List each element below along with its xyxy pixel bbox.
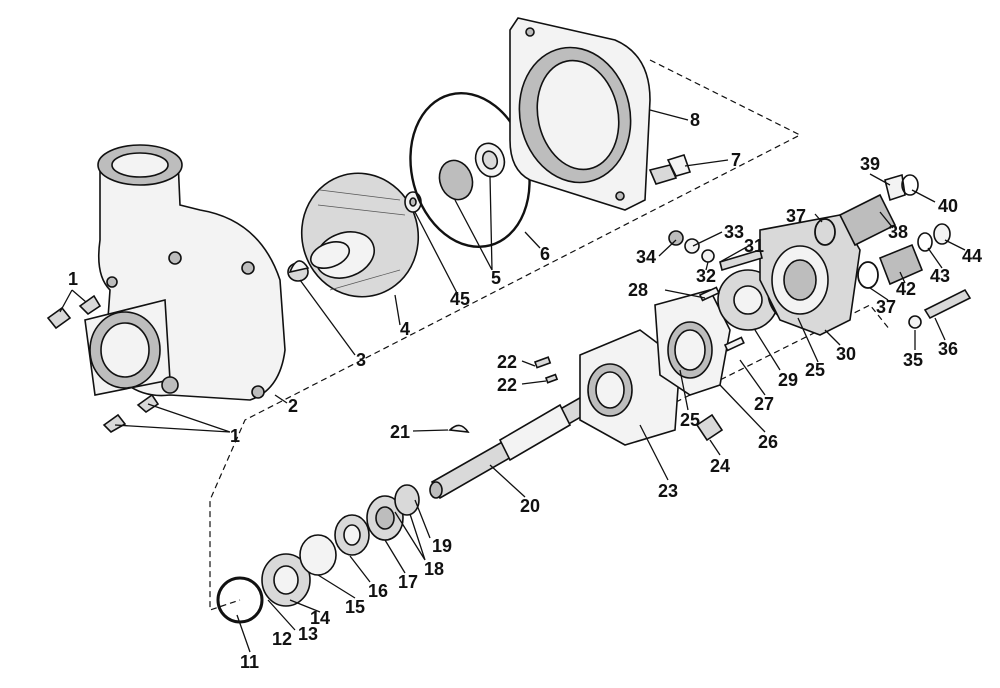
callout-1-bottom: 1 <box>230 426 240 446</box>
mechanical-seal <box>438 142 506 201</box>
callout-14: 14 <box>310 608 330 628</box>
callout-34: 34 <box>636 247 656 267</box>
callout-37-top: 37 <box>786 206 806 226</box>
long-bolt <box>908 288 972 329</box>
callout-25-right: 25 <box>805 360 825 380</box>
callout-36: 36 <box>938 339 958 359</box>
callout-labels: 1 1 2 3 4 45 5 6 7 8 11 12 13 14 15 16 1… <box>68 110 982 672</box>
callout-6: 6 <box>540 244 550 264</box>
callout-32: 32 <box>696 266 716 286</box>
callout-11: 11 <box>240 652 259 672</box>
small-hardware <box>668 230 763 272</box>
callout-27: 27 <box>754 394 774 414</box>
callout-30: 30 <box>836 344 856 364</box>
callout-22-bottom: 22 <box>497 375 517 395</box>
callout-26: 26 <box>758 432 778 452</box>
callout-33: 33 <box>724 222 744 242</box>
motor-adapter <box>759 214 861 336</box>
callout-43: 43 <box>930 266 950 286</box>
bearing-stack <box>216 484 420 624</box>
callout-21: 21 <box>390 422 410 442</box>
callout-28: 28 <box>628 280 648 300</box>
pump-housing <box>84 144 286 401</box>
bolt-24 <box>695 413 724 442</box>
impeller <box>300 172 420 298</box>
callout-2: 2 <box>288 396 298 416</box>
spring-assemblies <box>814 173 951 289</box>
callout-35: 35 <box>903 350 923 370</box>
cap-screw-7 <box>648 154 692 185</box>
callout-38: 38 <box>888 222 908 242</box>
callout-15: 15 <box>345 597 365 617</box>
callout-42: 42 <box>896 279 916 299</box>
callout-17: 17 <box>398 572 418 592</box>
callout-37-bottom: 37 <box>876 297 896 317</box>
callout-31: 31 <box>744 236 764 256</box>
callout-45: 45 <box>450 289 470 309</box>
impeller-nut <box>287 260 310 282</box>
callout-1-top: 1 <box>68 269 78 289</box>
callout-13: 13 <box>298 624 318 644</box>
callout-24: 24 <box>710 456 730 476</box>
callout-8: 8 <box>690 110 700 130</box>
callout-19: 19 <box>432 536 452 556</box>
callout-4: 4 <box>400 319 410 339</box>
callout-22-top: 22 <box>497 352 517 372</box>
callout-44: 44 <box>962 246 982 266</box>
drain-plugs <box>46 294 160 433</box>
callout-23: 23 <box>658 481 678 501</box>
keys <box>448 356 559 433</box>
seal-plate <box>509 17 651 211</box>
callout-39: 39 <box>860 154 880 174</box>
callout-3: 3 <box>356 350 366 370</box>
callout-5: 5 <box>491 268 501 288</box>
callout-25-left: 25 <box>680 410 700 430</box>
pump-shaft <box>429 393 595 500</box>
callout-20: 20 <box>520 496 540 516</box>
bearing-housing <box>579 329 681 446</box>
callout-40: 40 <box>938 196 958 216</box>
callout-29: 29 <box>778 370 798 390</box>
washer-45 <box>404 191 422 213</box>
callout-16: 16 <box>368 581 388 601</box>
callout-18: 18 <box>424 559 444 579</box>
leader-lines <box>59 109 966 653</box>
callout-12: 12 <box>272 629 292 649</box>
callout-7: 7 <box>731 150 741 170</box>
